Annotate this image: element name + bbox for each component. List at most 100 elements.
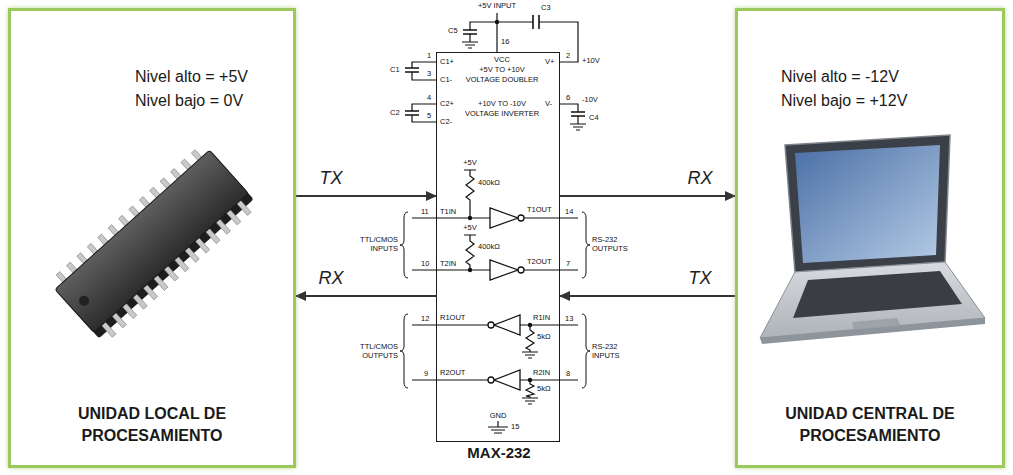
schematic-wire: [412, 104, 436, 122]
schematic-label: +5V INPUT: [478, 2, 516, 11]
processing-unit-panel: Nivel alto = +5VNivel bajo = 0VUNIDAD LO…: [8, 8, 296, 468]
pin-number: 8: [566, 370, 570, 379]
schematic-label: C2+: [440, 100, 454, 109]
ground-symbol: [570, 124, 586, 130]
junction-dot: [495, 20, 499, 24]
capacitor-symbol: [463, 30, 477, 34]
signal-arrow: [296, 295, 436, 297]
interface-label: TTL/CMOS OUTPUTS: [346, 343, 398, 360]
processing-unit-panel: Nivel alto = -12VNivel bajo = +12VUNIDAD…: [735, 8, 1005, 468]
capacitor-symbol: [405, 15, 585, 116]
schematic-label: C1-: [440, 76, 452, 85]
schematic-wire: [412, 62, 436, 80]
junction-dot: [468, 268, 472, 272]
junction-dot: [468, 20, 532, 382]
schematic-label: C2: [390, 109, 400, 118]
signal-label: TX: [686, 269, 713, 289]
buffer-triangle: [488, 322, 494, 328]
schematic-label: VOLTAGE DOUBLER: [466, 76, 539, 85]
resistor-symbol: [464, 235, 476, 270]
schematic-label: +5V: [463, 159, 477, 168]
pin-number: 13: [565, 315, 573, 324]
schematic-label: 400kΩ: [478, 179, 500, 188]
chip-name: MAX-232: [407, 445, 591, 462]
pin-bracket: [582, 212, 590, 278]
laptop-illustration: [793, 271, 962, 318]
schematic-label: C1: [390, 66, 400, 75]
schematic-label: T2OUT: [527, 258, 552, 267]
pin-number: 10: [421, 260, 429, 269]
schematic-label: V-: [545, 100, 552, 109]
signal-label: RX: [685, 169, 714, 189]
schematic-label: GND: [490, 412, 507, 421]
ground-symbol: [462, 42, 586, 433]
schematic-label: C1+: [440, 58, 454, 67]
schematic-label: C5: [448, 27, 458, 36]
signal-arrow: [560, 195, 735, 197]
pin-number: 9: [424, 370, 428, 379]
pin-number: 5: [427, 112, 431, 121]
junction-dot: [528, 378, 532, 382]
schematic-label: +10V: [582, 57, 600, 66]
pin-bracket: [400, 314, 408, 388]
pin-number: 16: [501, 38, 509, 47]
interface-label: RS-232 INPUTS: [592, 343, 644, 360]
laptop-illustration: [760, 318, 985, 344]
junction-dot: [468, 216, 472, 220]
logic-level-text: Nivel alto = +5V: [135, 67, 248, 86]
capacitor-symbol: [405, 111, 419, 115]
buffer-triangle: [494, 315, 520, 335]
pin-bracket: [400, 212, 590, 388]
schematic-label: C2-: [440, 118, 452, 127]
pin-number: 3: [427, 70, 431, 79]
schematic-label: R2IN: [533, 369, 550, 378]
schematic-label: VOLTAGE INVERTER: [465, 110, 539, 119]
schematic-label: 5kΩ: [537, 333, 551, 342]
buffer-triangle: [494, 370, 520, 390]
signal-arrow: [296, 195, 436, 197]
interface-label: TTL/CMOS INPUTS: [346, 236, 398, 253]
schematic-label: T1IN: [440, 208, 456, 217]
schematic-label: V+: [545, 58, 554, 67]
schematic-wire: [496, 13, 497, 52]
ground-symbol: [488, 427, 508, 433]
junction-dot: [528, 323, 532, 327]
signal-label: RX: [316, 269, 345, 289]
laptop-illustration: [785, 135, 950, 272]
schematic-label: R1IN: [533, 314, 550, 323]
pin-number: 15: [511, 423, 519, 432]
schematic-label: C3: [541, 4, 551, 13]
unit-title: UNIDAD LOCAL DE PROCESAMIENTO: [52, 403, 252, 448]
schematic-label: 5kΩ: [537, 385, 551, 394]
unit-title: UNIDAD CENTRAL DE PROCESAMIENTO: [765, 403, 975, 448]
buffer-triangle: [488, 208, 524, 390]
pin-number: 7: [566, 260, 570, 269]
schematic-label: C4: [589, 114, 599, 123]
signal-label: TX: [317, 169, 344, 189]
schematic-label: +5V TO +10V: [479, 66, 525, 75]
laptop-illustration: [760, 135, 985, 344]
laptop-illustration: [795, 145, 940, 263]
schematic-label: T1OUT: [527, 206, 552, 215]
buffer-triangle: [490, 208, 518, 228]
schematic-label: 400kΩ: [478, 243, 500, 252]
buffer-triangle: [488, 377, 494, 383]
ground-symbol: [462, 42, 478, 48]
logic-level-text: Nivel alto = -12V: [781, 67, 899, 86]
schematic-label: R2OUT: [440, 369, 465, 378]
pin-number: 6: [566, 94, 570, 103]
pin-number: 12: [421, 315, 429, 324]
schematic-label: T2IN: [440, 260, 456, 269]
resistor-symbol: [526, 380, 534, 398]
schematic-wire: [470, 22, 497, 42]
schematic-label: VCC: [494, 56, 510, 65]
schematic-label: +10V TO -10V: [478, 100, 526, 109]
buffer-triangle: [518, 267, 524, 273]
pin-number: 1: [427, 52, 431, 61]
pin-bracket: [400, 212, 408, 278]
dip-chip-illustration: [48, 143, 259, 345]
signal-arrow: [560, 295, 735, 297]
schematic-label: -10V: [582, 96, 598, 105]
pin-number: 11: [421, 208, 429, 217]
